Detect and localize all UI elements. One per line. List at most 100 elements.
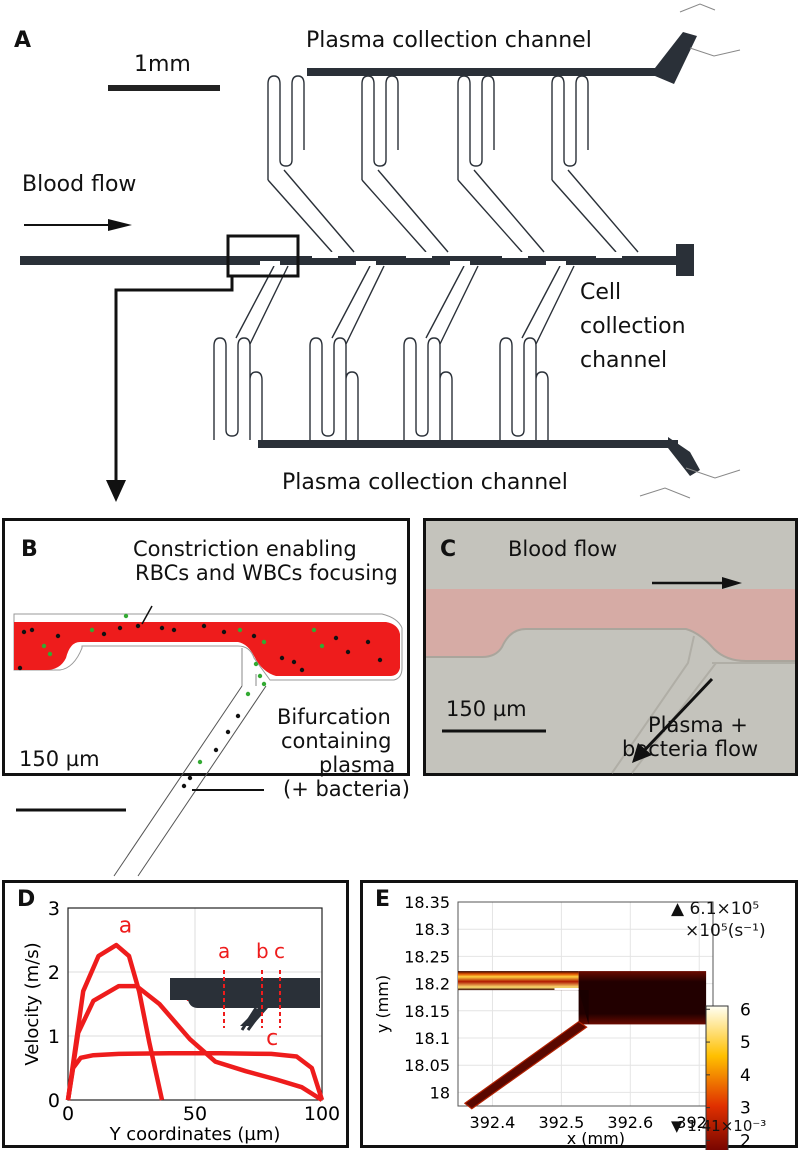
constriction-gap bbox=[312, 252, 338, 258]
panel-c: C Blood flow Plasma + bacteria flow 150 … bbox=[423, 518, 798, 776]
narrow-channel-field bbox=[458, 971, 579, 991]
blood-cell bbox=[89, 627, 95, 633]
bifurcation-line bbox=[535, 265, 575, 345]
micrograph bbox=[426, 521, 795, 774]
x-tick-label: 392.6 bbox=[607, 1113, 653, 1132]
constriction-detail bbox=[13, 605, 403, 877]
meander-top bbox=[457, 75, 495, 180]
plasma-flow-arrow-icon bbox=[632, 743, 652, 763]
constriction-gap bbox=[260, 261, 280, 266]
y-tick-label: 2 bbox=[48, 962, 60, 984]
blood-flow-arrow-icon bbox=[108, 219, 132, 231]
blood-cell bbox=[29, 627, 35, 633]
curve-label-a: a bbox=[119, 913, 132, 938]
constriction-gap bbox=[356, 261, 376, 266]
scale-bar-c-label: 150 µm bbox=[446, 697, 527, 721]
panel-b-letter: B bbox=[21, 537, 38, 562]
y-axis-label: Velocity (m/s) bbox=[22, 942, 43, 1065]
bifurcation-line bbox=[567, 169, 639, 253]
y-axis-label: y (mm) bbox=[373, 975, 392, 1033]
blood-flow-c-label: Blood flow bbox=[508, 537, 618, 561]
panel-a-letter: A bbox=[14, 28, 32, 53]
blood-cell bbox=[235, 713, 241, 719]
colorbar-tick: 2 bbox=[740, 1131, 751, 1150]
blood-cell bbox=[159, 625, 165, 631]
bifurcation-line bbox=[331, 265, 371, 339]
x-axis-label: Y coordinates (µm) bbox=[109, 1124, 281, 1145]
bifurcation-label-1: Bifurcation bbox=[277, 705, 391, 729]
blood-cell bbox=[41, 643, 47, 649]
blood-cell bbox=[123, 613, 129, 619]
y-tick-label: 18.3 bbox=[414, 920, 450, 939]
y-tick-label: 18.05 bbox=[404, 1056, 450, 1075]
plasma-channel-bottom bbox=[258, 440, 678, 448]
blood-cell bbox=[237, 627, 243, 633]
colorbar-min-label: ▼ 1.41×10⁻³ bbox=[671, 1117, 767, 1135]
colorbar-tick: 4 bbox=[740, 1066, 751, 1086]
meander-bottom bbox=[499, 337, 549, 440]
blood-cell bbox=[47, 651, 53, 657]
y-tick-label: 0 bbox=[48, 1090, 60, 1112]
blood-cell bbox=[21, 629, 27, 635]
microfluidic-chip-schematic bbox=[20, 3, 741, 502]
blood-stream bbox=[14, 622, 400, 676]
y-tick-label: 18.15 bbox=[404, 1002, 450, 1021]
main-channel-outlet bbox=[676, 244, 694, 276]
y-tick-label: 1 bbox=[48, 1026, 60, 1048]
y-tick-label: 18 bbox=[430, 1083, 450, 1102]
blood-flow-label: Blood flow bbox=[22, 172, 137, 197]
wide-channel-field bbox=[578, 971, 707, 1025]
cell-collection-label-1: Cell bbox=[580, 280, 622, 305]
bifurcation-line bbox=[267, 179, 333, 253]
blood-cell bbox=[221, 629, 227, 635]
constriction-label-1: Constriction enabling bbox=[133, 537, 357, 561]
series-line-c bbox=[65, 1051, 325, 1101]
blood-cell bbox=[55, 633, 61, 639]
blood-cell bbox=[225, 729, 231, 735]
blood-cell bbox=[253, 661, 259, 667]
constriction-gap bbox=[546, 261, 566, 266]
plasma-flow-label-1: Plasma + bbox=[648, 713, 748, 737]
blood-cell bbox=[181, 783, 187, 789]
panel-e: E 18.3 bbox=[360, 880, 798, 1150]
meander-top bbox=[267, 75, 305, 180]
panel-d-letter: D bbox=[17, 887, 36, 912]
panel-e-letter: E bbox=[375, 887, 391, 912]
constriction-gap bbox=[502, 252, 528, 258]
bifurcation-line bbox=[361, 179, 427, 253]
bifurcation-line bbox=[439, 265, 479, 345]
meander-bottom bbox=[403, 337, 453, 440]
blood-cell bbox=[171, 627, 177, 633]
blood-cell bbox=[319, 643, 325, 649]
bifurcation-line bbox=[283, 169, 355, 253]
panel-b: B Constriction enabling RBCs and WBCs fo… bbox=[2, 518, 410, 877]
panel-c-letter: C bbox=[440, 537, 457, 562]
bifurcation-line bbox=[521, 265, 561, 339]
blood-cell bbox=[299, 667, 305, 673]
blood-cell bbox=[135, 623, 141, 629]
colorbar-tick: 5 bbox=[740, 1033, 751, 1053]
x-tick-label: 100 bbox=[304, 1103, 340, 1125]
plot-frame bbox=[457, 901, 714, 1107]
plot-frame bbox=[67, 907, 323, 1101]
bifurcation-field bbox=[463, 1020, 588, 1110]
series-line-b bbox=[65, 983, 324, 1102]
scale-bar-label: 1mm bbox=[134, 52, 191, 77]
meander-top bbox=[361, 75, 399, 180]
blood-cell bbox=[345, 649, 351, 655]
colorbar-max-label: ▲ 6.1×10⁵ bbox=[671, 899, 760, 919]
constriction-gap bbox=[450, 261, 470, 266]
colorbar-unit-label: ×10⁵(s⁻¹) bbox=[685, 921, 766, 941]
plasma-channel-top bbox=[307, 68, 665, 76]
bifurcation-line bbox=[345, 265, 385, 345]
y-tick-label: 18.35 bbox=[404, 893, 450, 912]
bifurcation-line bbox=[235, 265, 275, 339]
bifurcation-label-2: containing bbox=[281, 729, 392, 753]
bifurcation-label-4: (+ bacteria) bbox=[283, 777, 410, 801]
blood-cell bbox=[311, 627, 317, 633]
y-tick-label: 3 bbox=[48, 898, 60, 920]
blood-cell bbox=[245, 691, 251, 697]
blood-cell bbox=[261, 681, 267, 687]
